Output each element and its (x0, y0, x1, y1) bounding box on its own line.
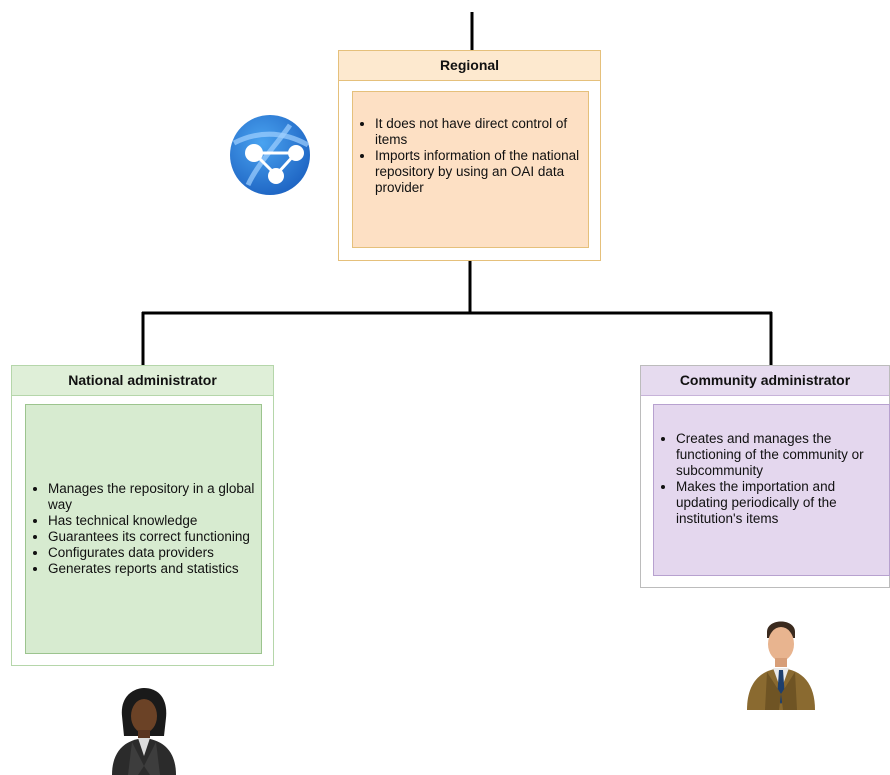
network-globe-icon (230, 115, 310, 195)
male-user-icon (747, 621, 815, 710)
list-item: Has technical knowledge (48, 513, 255, 529)
community-admin-body: Creates and manages the functioning of t… (653, 404, 890, 576)
community-admin-panel: Community administrator Creates and mana… (640, 365, 890, 588)
national-admin-body: Manages the repository in a global way H… (25, 404, 262, 654)
female-user-icon (112, 688, 176, 775)
regional-body: It does not have direct control of items… (352, 91, 589, 248)
list-item: Imports information of the national repo… (375, 148, 582, 196)
list-item: It does not have direct control of items (375, 116, 582, 148)
list-item: Configurates data providers (48, 545, 255, 561)
list-item: Makes the importation and updating perio… (676, 479, 883, 527)
community-admin-list: Creates and manages the functioning of t… (654, 431, 889, 527)
national-admin-title: National administrator (12, 366, 273, 396)
regional-list: It does not have direct control of items… (353, 116, 588, 196)
national-admin-list: Manages the repository in a global way H… (26, 481, 261, 577)
national-admin-panel: National administrator Manages the repos… (11, 365, 274, 666)
list-item: Creates and manages the functioning of t… (676, 431, 883, 479)
regional-title: Regional (339, 51, 600, 81)
list-item: Manages the repository in a global way (48, 481, 255, 513)
regional-panel: Regional It does not have direct control… (338, 50, 601, 261)
list-item: Generates reports and statistics (48, 561, 255, 577)
list-item: Guarantees its correct functioning (48, 529, 255, 545)
community-admin-title: Community administrator (641, 366, 889, 396)
